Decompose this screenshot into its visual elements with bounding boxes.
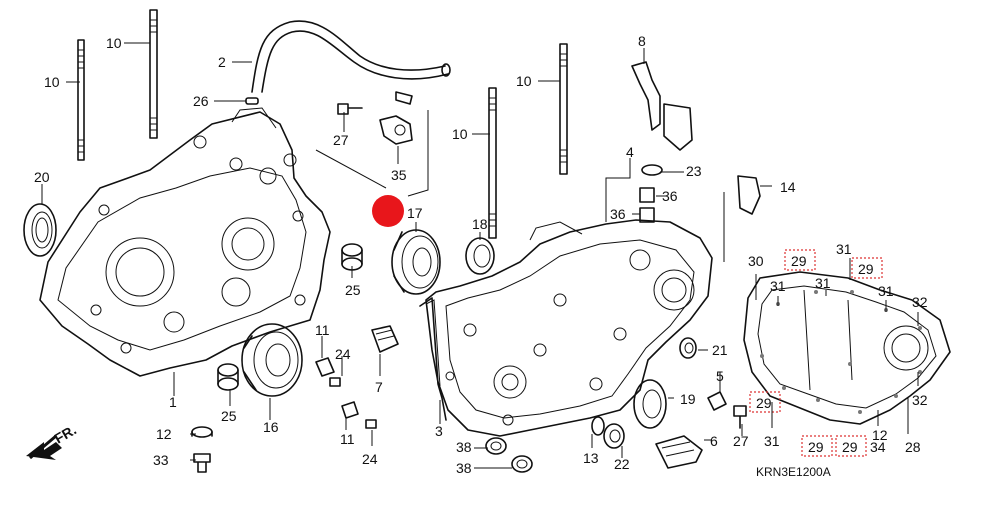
bolt-36b xyxy=(639,207,655,223)
label-31a: 31 xyxy=(770,278,786,294)
oil-seal-20 xyxy=(23,203,57,257)
label-13: 13 xyxy=(583,450,599,466)
label-29b: 29 xyxy=(858,261,874,277)
washer-23 xyxy=(641,164,663,176)
label-36b: 36 xyxy=(610,206,626,222)
bolt-5 xyxy=(707,391,727,411)
label-35: 35 xyxy=(391,167,407,183)
label-4: 4 xyxy=(626,144,634,160)
label-18: 18 xyxy=(472,216,488,232)
label-22: 22 xyxy=(614,456,630,472)
label-38b: 38 xyxy=(456,460,472,476)
dowel-pin-25b xyxy=(217,363,239,391)
bolt-24b xyxy=(365,419,377,429)
label-29d: 29 xyxy=(808,439,824,455)
left-crankcase-half xyxy=(39,107,331,377)
label-11a: 11 xyxy=(315,322,330,338)
label-31e: 31 xyxy=(764,433,780,449)
breather-hose xyxy=(251,20,451,93)
label-14: 14 xyxy=(780,179,796,195)
front-direction-arrow: FR. xyxy=(26,421,79,460)
part-labels: 1 2 3 4 5 6 7 8 10 10 10 10 11 11 12 12 … xyxy=(34,33,928,476)
bearing-22 xyxy=(603,423,625,449)
right-crankcase-half xyxy=(425,219,713,437)
label-36a: 36 xyxy=(662,188,678,204)
oil-seal-19 xyxy=(633,379,667,429)
label-6: 6 xyxy=(710,433,718,449)
label-33: 33 xyxy=(153,452,169,468)
bolt-11a xyxy=(315,357,335,377)
label-27a: 27 xyxy=(333,132,349,148)
gasket-3 xyxy=(419,297,447,421)
clip-26 xyxy=(245,97,259,105)
sensor-35 xyxy=(379,91,413,145)
label-25a: 25 xyxy=(345,282,361,298)
label-16: 16 xyxy=(263,419,279,435)
label-24b: 24 xyxy=(362,451,378,467)
label-2: 2 xyxy=(218,54,226,70)
bearing-17 xyxy=(391,229,441,295)
stud-bolt-left-2 xyxy=(149,9,158,139)
part-29-boxes xyxy=(749,249,883,457)
filter-6 xyxy=(655,435,703,469)
washer-12 xyxy=(191,426,213,438)
stud-bolt-center xyxy=(488,87,497,239)
bolt-27b xyxy=(733,405,747,429)
label-24a: 24 xyxy=(335,346,351,362)
label-7: 7 xyxy=(375,379,383,395)
label-10c: 10 xyxy=(452,126,468,142)
bearing-16 xyxy=(241,323,303,397)
bearing-18 xyxy=(465,237,495,275)
label-26: 26 xyxy=(193,93,209,109)
bolt-36a xyxy=(639,187,655,203)
label-20: 20 xyxy=(34,169,50,185)
label-28: 28 xyxy=(905,439,921,455)
bolt-24a xyxy=(329,377,341,387)
shift-arm-8 xyxy=(631,61,693,151)
leader-lines xyxy=(41,42,919,469)
bolt-11b xyxy=(341,401,359,419)
label-32b: 32 xyxy=(912,392,928,408)
label-31b: 31 xyxy=(815,275,831,291)
label-30: 30 xyxy=(748,253,764,269)
diagram-code: KRN3E1200A xyxy=(756,465,831,479)
oil-seal-13 xyxy=(591,416,605,436)
bearing-21 xyxy=(679,337,697,359)
label-38a: 38 xyxy=(456,439,472,455)
bearing-38a xyxy=(485,437,507,455)
label-27b: 27 xyxy=(733,433,749,449)
drain-bolt-33 xyxy=(193,453,211,473)
label-1: 1 xyxy=(169,394,177,410)
bracket-14 xyxy=(737,175,761,215)
label-12b: 12 xyxy=(872,427,888,443)
label-19: 19 xyxy=(680,391,696,407)
label-29c: 29 xyxy=(756,395,772,411)
label-31c: 31 xyxy=(836,241,852,257)
label-8: 8 xyxy=(638,33,646,49)
highlight-marker xyxy=(372,195,404,227)
label-10b: 10 xyxy=(106,35,122,51)
label-32a: 32 xyxy=(912,294,928,310)
label-34: 34 xyxy=(870,439,886,455)
label-5: 5 xyxy=(716,368,724,384)
bearing-38b xyxy=(511,455,533,473)
label-21: 21 xyxy=(712,342,728,358)
label-10d: 10 xyxy=(516,73,532,89)
label-3: 3 xyxy=(435,423,443,439)
label-10a: 10 xyxy=(44,74,60,90)
label-11b: 11 xyxy=(340,431,355,447)
label-23: 23 xyxy=(686,163,702,179)
bolt-27a xyxy=(337,103,363,115)
stud-bolt-left xyxy=(77,39,85,161)
label-31d: 31 xyxy=(878,283,894,299)
cap-7 xyxy=(371,325,399,353)
label-17: 17 xyxy=(407,205,423,221)
label-12a: 12 xyxy=(156,426,172,442)
label-29e: 29 xyxy=(842,439,858,455)
label-29a: 29 xyxy=(791,253,807,269)
stud-bolt-right xyxy=(559,43,568,175)
label-25b: 25 xyxy=(221,408,237,424)
